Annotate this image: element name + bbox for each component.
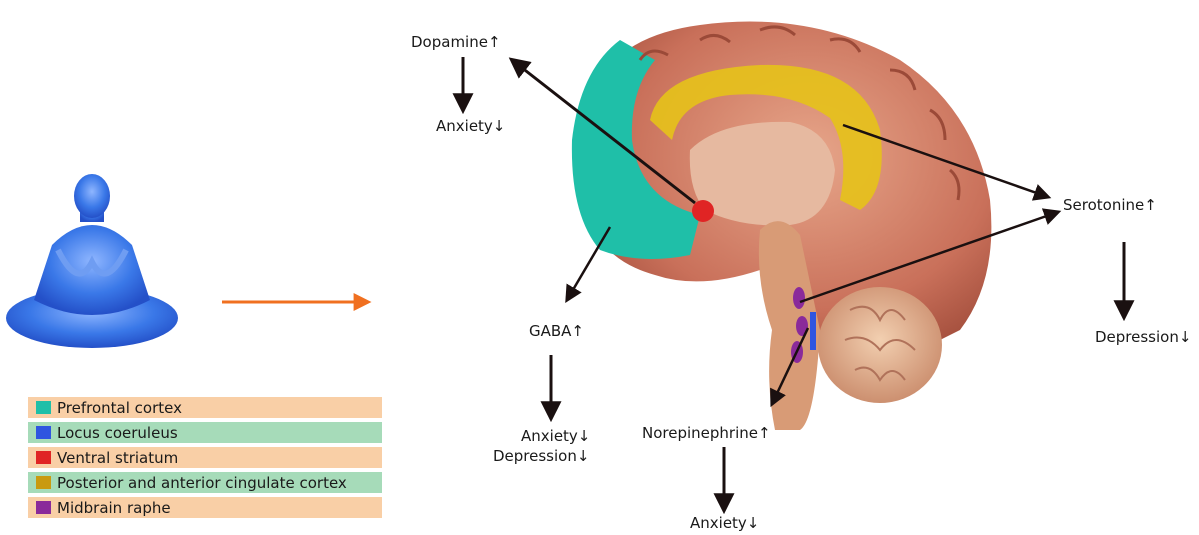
legend-swatch <box>36 451 51 464</box>
serotonine-label: Serotonine↑ <box>1063 196 1157 214</box>
legend-label: Posterior and anterior cingulate cortex <box>57 474 347 492</box>
norepinephrine-effect-label: Anxiety↓ <box>690 514 759 532</box>
legend-swatch <box>36 501 51 514</box>
gaba-effect-1-label: Anxiety↓ <box>521 427 590 445</box>
legend-swatch <box>36 476 51 489</box>
meditating-person-icon <box>6 174 178 348</box>
norepinephrine-label: Norepinephrine↑ <box>642 424 771 442</box>
gaba-label: GABA↑ <box>529 322 584 340</box>
legend: Prefrontal cortex Locus coeruleus Ventra… <box>28 397 382 522</box>
legend-item-cingulate-cortex: Posterior and anterior cingulate cortex <box>28 472 382 493</box>
legend-label: Midbrain raphe <box>57 499 171 517</box>
legend-label: Ventral striatum <box>57 449 178 467</box>
legend-label: Locus coeruleus <box>57 424 178 442</box>
legend-item-midbrain-raphe: Midbrain raphe <box>28 497 382 518</box>
serotonine-effect-label: Depression↓ <box>1095 328 1191 346</box>
dopamine-label: Dopamine↑ <box>411 33 501 51</box>
brain-sagittal-section-icon <box>572 22 992 430</box>
arrow-prefrontal-to-gaba <box>567 227 610 300</box>
legend-label: Prefrontal cortex <box>57 399 182 417</box>
dopamine-effect-label: Anxiety↓ <box>436 117 505 135</box>
gaba-effect-2-label: Depression↓ <box>493 447 589 465</box>
legend-item-locus-coeruleus: Locus coeruleus <box>28 422 382 443</box>
legend-item-ventral-striatum: Ventral striatum <box>28 447 382 468</box>
legend-item-prefrontal-cortex: Prefrontal cortex <box>28 397 382 418</box>
legend-swatch <box>36 426 51 439</box>
legend-swatch <box>36 401 51 414</box>
